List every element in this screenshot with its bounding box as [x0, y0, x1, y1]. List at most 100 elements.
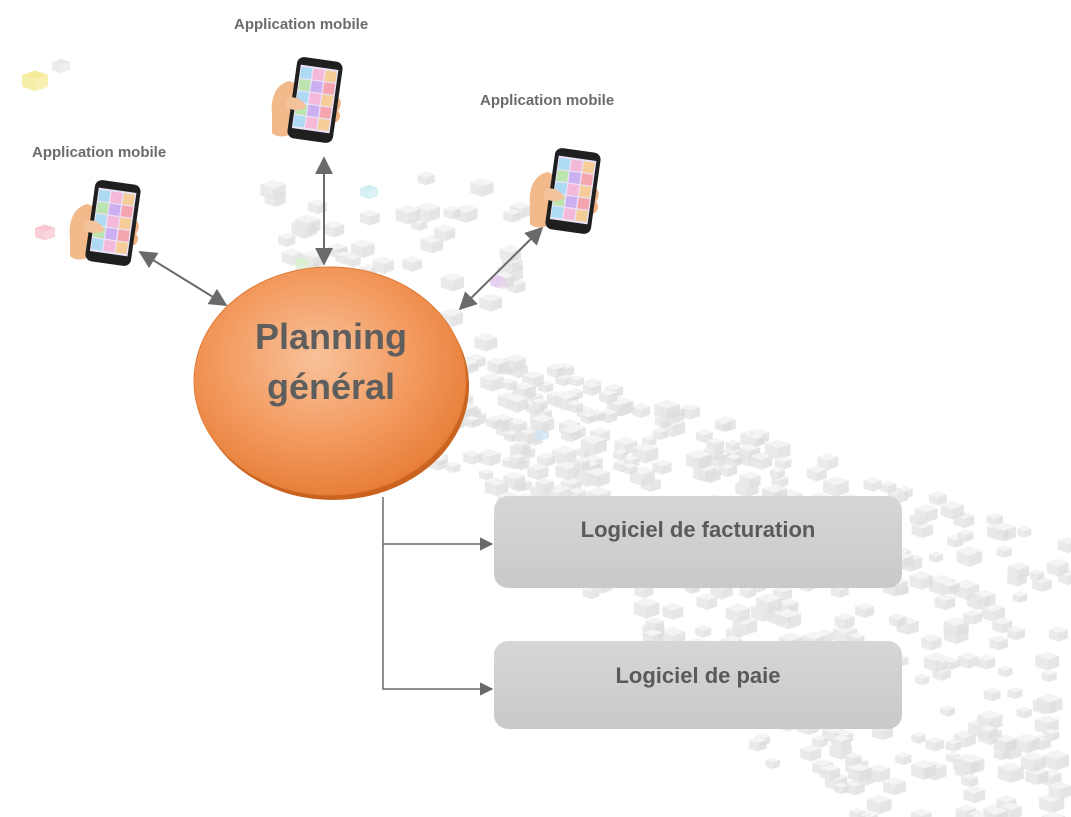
background-cube	[434, 224, 456, 242]
background-cube	[1012, 591, 1028, 603]
background-cube	[714, 418, 732, 432]
background-cube	[996, 545, 1012, 558]
background-cube	[769, 466, 786, 479]
background-cube	[819, 764, 841, 781]
background-cube	[546, 363, 566, 379]
mobile-app-3	[526, 146, 610, 236]
background-cube	[834, 782, 849, 795]
background-cube	[480, 372, 504, 392]
center-node-line-1: Planning	[255, 316, 407, 357]
background-cube	[1016, 706, 1032, 719]
background-cube	[555, 461, 580, 481]
background-cube	[748, 433, 765, 447]
mobile-app-label-2: Application mobile	[234, 16, 369, 33]
background-cube	[260, 179, 286, 200]
background-cube	[402, 255, 423, 272]
background-cube	[880, 480, 897, 494]
background-cube	[855, 602, 875, 619]
background-cube	[582, 381, 602, 397]
background-cube	[551, 445, 577, 466]
background-cube	[344, 254, 361, 268]
background-cube	[372, 256, 394, 274]
background-cube	[478, 469, 494, 481]
background-cube	[645, 617, 665, 633]
center-node	[193, 266, 467, 496]
background-cube	[1049, 626, 1068, 642]
background-cube	[1014, 733, 1040, 754]
background-cube	[979, 724, 998, 739]
background-cube	[573, 457, 590, 470]
background-cube	[1048, 781, 1071, 800]
background-cube	[911, 759, 937, 780]
center-node-line-2: général	[266, 366, 396, 407]
background-cube	[613, 449, 628, 461]
background-cube	[277, 232, 296, 247]
background-cube	[527, 463, 549, 481]
background-cube	[484, 477, 509, 497]
background-cube	[859, 811, 878, 817]
background-cube	[470, 178, 494, 197]
background-cube	[976, 654, 996, 670]
background-cube	[503, 209, 521, 223]
smartphone-in-hand-icon	[271, 57, 343, 143]
background-cube	[505, 394, 529, 413]
background-cube	[963, 785, 986, 804]
background-cube	[909, 571, 933, 590]
background-cube	[945, 738, 962, 752]
background-cube	[961, 773, 979, 788]
background-cube	[696, 593, 718, 610]
background-cube	[997, 762, 1024, 783]
background-cube	[775, 456, 792, 470]
background-cube	[695, 624, 712, 638]
background-cube	[897, 486, 913, 499]
background-cube	[510, 453, 526, 466]
background-cube	[849, 808, 866, 817]
background-cube	[585, 467, 610, 488]
background-cube	[360, 184, 378, 200]
background-cube	[1007, 686, 1023, 700]
background-cube	[910, 808, 932, 817]
software-label-facturation: Logiciel de facturation	[580, 517, 816, 542]
background-cube	[956, 546, 983, 567]
background-cube	[866, 794, 892, 815]
background-cube	[652, 459, 672, 475]
background-cube	[755, 593, 782, 615]
background-cube	[911, 732, 926, 744]
background-cube	[929, 551, 944, 563]
arrow-center-to-mobile-3	[458, 226, 544, 311]
background-cube	[812, 735, 828, 748]
background-cube	[1017, 526, 1032, 538]
background-cube	[22, 70, 48, 92]
background-cube	[569, 374, 585, 387]
background-cube	[943, 657, 960, 670]
background-cube	[652, 427, 669, 440]
background-cube	[882, 777, 906, 796]
background-cube	[487, 357, 509, 375]
background-cube	[834, 613, 855, 630]
background-cube	[463, 450, 482, 465]
background-cube	[940, 579, 960, 595]
background-cube	[1037, 693, 1063, 714]
background-cube	[359, 209, 380, 226]
background-cube	[654, 399, 680, 421]
center-node-label: Planning général	[193, 312, 469, 412]
background-cube	[748, 736, 767, 752]
background-cube	[997, 665, 1013, 678]
background-cube	[598, 389, 618, 404]
background-cube	[953, 511, 975, 529]
background-cube	[958, 753, 985, 775]
smartphone-in-hand-icon	[69, 180, 141, 266]
background-cube	[479, 448, 501, 467]
background-cube	[535, 477, 554, 493]
background-cube	[800, 744, 822, 762]
software-box-paie: Logiciel de paie	[494, 641, 902, 729]
background-cube	[509, 418, 527, 433]
background-cube	[1029, 569, 1045, 581]
background-cube	[535, 429, 549, 441]
connector-to-facturation	[382, 497, 494, 551]
mobile-app-1	[66, 178, 150, 268]
background-cube	[52, 58, 70, 74]
background-cube	[911, 520, 934, 539]
